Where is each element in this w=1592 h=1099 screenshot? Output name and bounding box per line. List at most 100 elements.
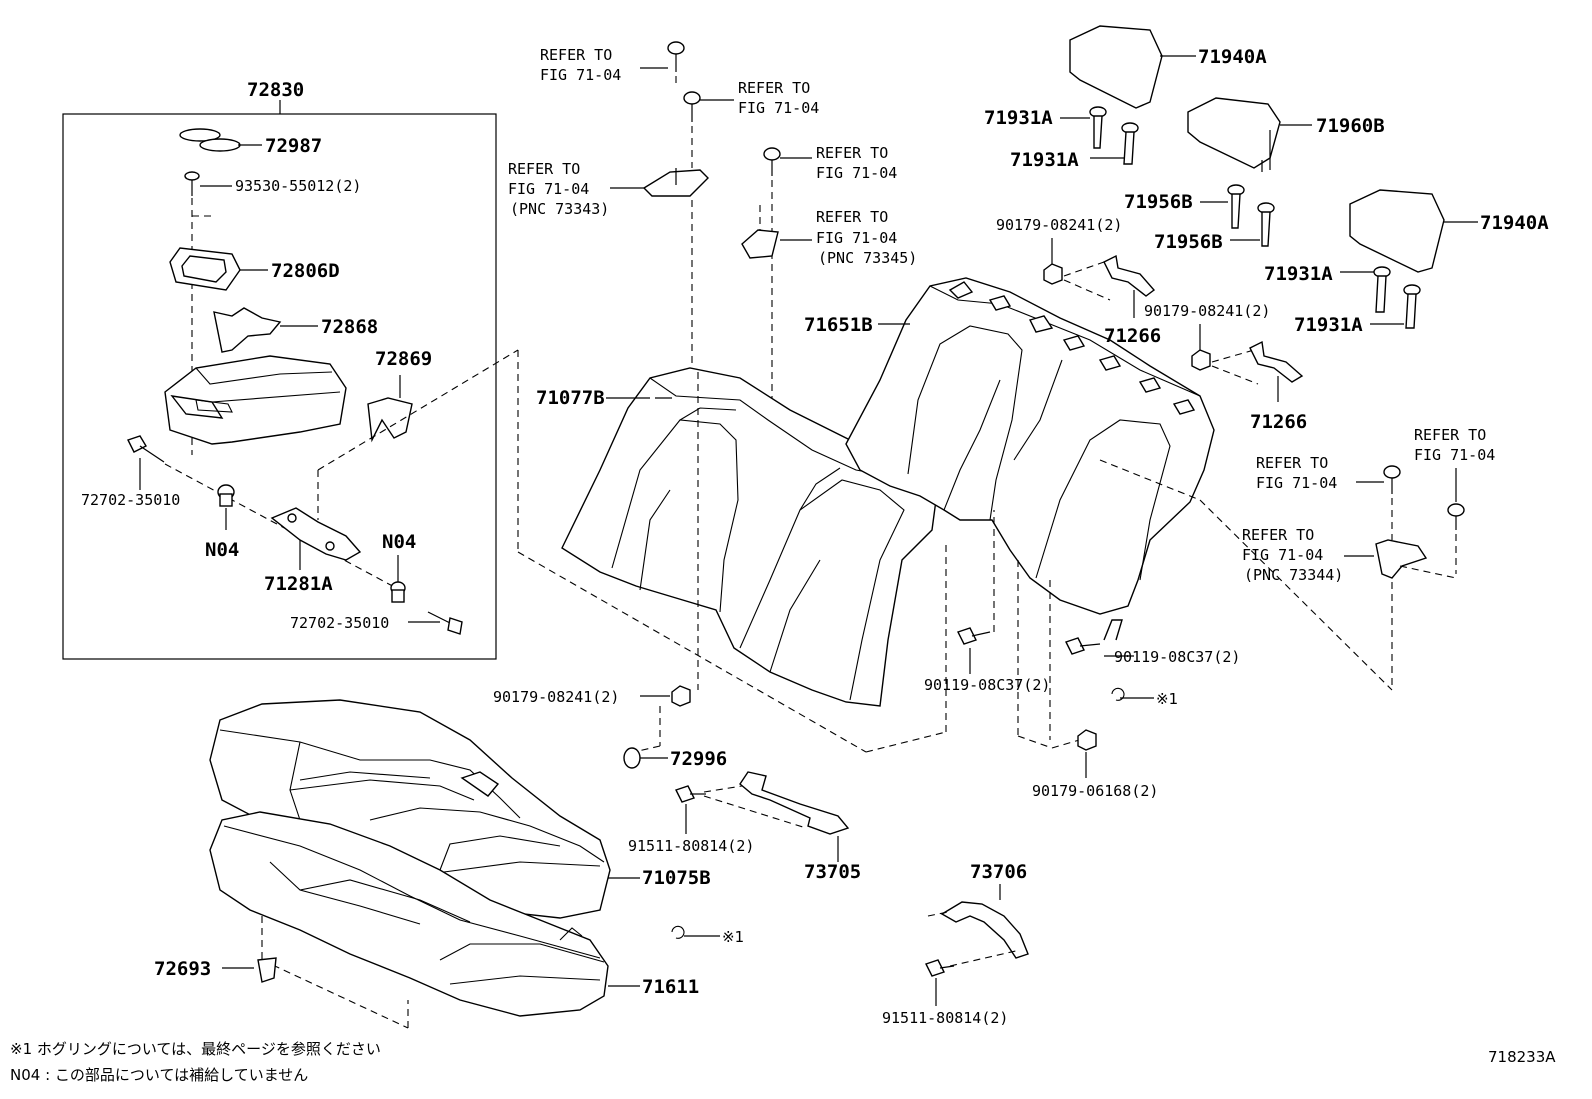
label-71960B: 71960B	[1316, 115, 1385, 137]
hog-ring-right-icon	[1111, 687, 1125, 701]
label-71940A-right: 71940A	[1480, 212, 1549, 234]
bolt-72702-upper-icon	[127, 435, 165, 463]
label-71075B: 71075B	[642, 867, 711, 889]
bolt-refer-4-icon	[763, 147, 781, 176]
refer-5-line3: (PNC 73345)	[818, 249, 917, 267]
headrest-71960B	[1187, 97, 1281, 172]
bolt-refer-1-icon	[667, 41, 685, 72]
headrest-71940A-top	[1069, 25, 1163, 109]
label-71611: 71611	[642, 976, 699, 998]
refer-3-line3: (PNC 73343)	[510, 200, 609, 218]
refer-callouts-top: REFER TO FIG 71-04 REFER TO FIG 71-04 RE…	[508, 41, 917, 420]
hinge-71266-lower	[1249, 340, 1304, 383]
refer-4-line1: REFER TO	[816, 144, 888, 162]
label-ring-left: ※1	[722, 928, 744, 946]
label-72987: 72987	[265, 135, 322, 157]
figure-code: 718233A	[1488, 1048, 1556, 1066]
bolt-refer-7-icon	[1383, 465, 1401, 494]
seat-pad-71611	[209, 811, 609, 1017]
bushing-N04-right-icon	[390, 581, 406, 603]
headrest-stay-71931A-1-icon	[1089, 106, 1107, 149]
seatback-71077B	[561, 367, 937, 707]
hinge-bracket-73345	[741, 229, 779, 259]
refer-5-line2: FIG 71-04	[816, 229, 897, 247]
refer-4-line2: FIG 71-04	[816, 164, 897, 182]
label-71956B-1: 71956B	[1124, 191, 1193, 213]
label-71931A-3: 71931A	[1264, 263, 1333, 285]
footnote-N04: N04 : この部品については補給していません	[10, 1066, 308, 1084]
refer-3-line2: FIG 71-04	[508, 180, 589, 198]
bushing-N04-left-icon	[217, 484, 235, 507]
refer-5-line1: REFER TO	[816, 208, 888, 226]
label-71266-lower: 71266	[1250, 411, 1307, 433]
label-72702-lower: 72702-35010	[290, 614, 389, 632]
label-71931A-2: 71931A	[1010, 149, 1079, 171]
hog-ring-left-icon	[671, 925, 685, 939]
clip-72693-icon	[257, 957, 277, 983]
refer-6-line2: FIG 71-04	[1414, 446, 1495, 464]
clip-72869	[367, 397, 413, 443]
label-71931A-4: 71931A	[1294, 314, 1363, 336]
label-71077B: 71077B	[536, 387, 605, 409]
refer-1-line2: FIG 71-04	[540, 66, 621, 84]
bracket-73705	[739, 771, 850, 835]
bolt-refer-6-icon	[1447, 503, 1465, 530]
label-90179-lower: 90179-08241(2)	[1144, 302, 1270, 320]
nut-90179-06168-icon	[1077, 729, 1097, 751]
refer-8-line1: REFER TO	[1242, 526, 1314, 544]
label-72869: 72869	[375, 348, 432, 370]
nut-90179-center-icon	[671, 685, 691, 707]
plug-72996	[623, 747, 641, 769]
label-90179-upper: 90179-08241(2)	[996, 216, 1122, 234]
headrest-71940A-right	[1349, 189, 1445, 273]
bolt-90119-right-icon	[1065, 637, 1101, 655]
label-72702-upper: 72702-35010	[81, 491, 180, 509]
refer-2-line1: REFER TO	[738, 79, 810, 97]
refer-1-line1: REFER TO	[540, 46, 612, 64]
label-71266-upper: 71266	[1104, 325, 1161, 347]
label-71956B-2: 71956B	[1154, 231, 1223, 253]
refer-7-line2: FIG 71-04	[1256, 474, 1337, 492]
label-91511-lower: 91511-80814(2)	[882, 1009, 1008, 1027]
bolt-refer-2-icon	[683, 91, 701, 122]
label-91511-upper: 91511-80814(2)	[628, 837, 754, 855]
headrest-stay-71956B-1-icon	[1227, 184, 1245, 229]
label-72996: 72996	[670, 748, 727, 770]
bolt-90119-left-icon	[957, 627, 991, 645]
label-N04-left: N04	[205, 539, 239, 561]
label-71931A-1: 71931A	[984, 107, 1053, 129]
headrest-stay-71931A-3-icon	[1373, 266, 1391, 313]
refer-6-line1: REFER TO	[1414, 426, 1486, 444]
armrest-assembly-box: 72830 72987 93530-55012(2) 72806D 72868	[62, 79, 519, 660]
bracket-72868	[213, 307, 282, 353]
label-71651B: 71651B	[804, 314, 873, 336]
nut-90179-lower-icon	[1191, 349, 1211, 371]
bolt-91511-lower-icon	[925, 959, 955, 977]
nut-90179-upper-icon	[1043, 263, 1063, 285]
label-71281A: 71281A	[264, 573, 333, 595]
bolt-72702-lower-icon	[427, 611, 463, 635]
part-72987-pad	[179, 128, 221, 142]
footnote-hog-ring: ※1 ホグリングについては、最終ページを参照ください	[10, 1040, 381, 1058]
label-90119-right: 90119-08C37(2)	[1114, 648, 1240, 666]
headrest-stay-71931A-4-icon	[1403, 284, 1421, 329]
hinge-bracket-73343	[642, 168, 709, 197]
label-71940A-top: 71940A	[1198, 46, 1267, 68]
hinge-71266-upper	[1103, 254, 1156, 297]
label-90119-left: 90119-08C37(2)	[924, 676, 1050, 694]
headrest-stay-71956B-2-icon	[1257, 202, 1275, 247]
label-90179-06168: 90179-06168(2)	[1032, 782, 1158, 800]
bracket-73706	[940, 901, 1029, 959]
screw-93530-icon	[184, 171, 200, 196]
cup-holder-72806D	[169, 247, 241, 291]
bolt-91511-upper-icon	[675, 785, 706, 803]
headrest-stay-71931A-2-icon	[1121, 122, 1139, 165]
label-72868: 72868	[321, 316, 378, 338]
bracket-71281A	[270, 507, 362, 561]
label-N04-right: N04	[382, 531, 416, 553]
seatback-71651B	[845, 277, 1215, 615]
bracket-clip-right	[1103, 619, 1123, 641]
refer-8-line3: (PNC 73344)	[1244, 566, 1343, 584]
